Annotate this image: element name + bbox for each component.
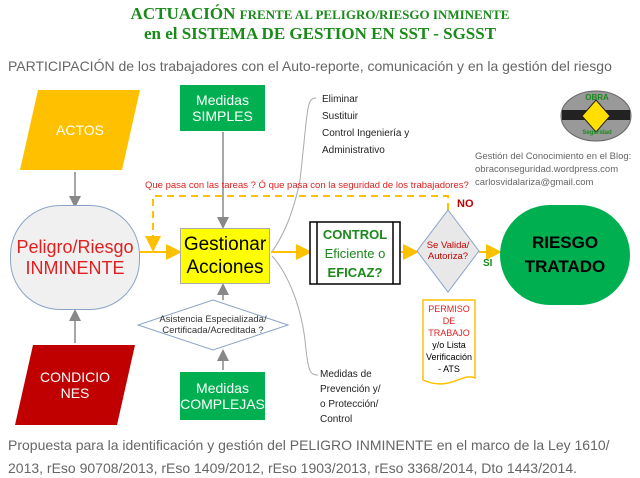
measure: Control Ingeniería y bbox=[322, 128, 410, 139]
complejas-label: COMPLEJAS bbox=[180, 396, 265, 412]
footer-text: Propuesta para la identificación y gesti… bbox=[8, 434, 610, 478]
title-line-2: en el SISTEMA DE GESTION EN SST - SGSST bbox=[143, 24, 497, 43]
blog-info: Gestión del Conocimiento en el Blog: obra… bbox=[475, 150, 631, 189]
valida-label-line: Se Valida/ bbox=[426, 240, 470, 251]
tratado-label: RIESGO bbox=[531, 233, 599, 252]
permiso-label-line: - ATS bbox=[438, 364, 460, 374]
permiso-label-line: Verificación bbox=[425, 352, 473, 362]
measure: Eliminar bbox=[322, 94, 359, 105]
measure: Control bbox=[320, 414, 353, 425]
control-label: CONTROL Eficiente o EFICAZ? bbox=[310, 222, 400, 284]
logo bbox=[560, 90, 632, 142]
gestionar-label: Acciones bbox=[186, 257, 264, 278]
question-label: Que pasa con las tareas ? Ó que pasa con… bbox=[145, 180, 469, 191]
si-label: SI bbox=[483, 258, 493, 269]
control-box bbox=[309, 221, 401, 285]
logo-text-top: OBRA bbox=[585, 93, 609, 102]
complex-measures-list: Medidas de Prevención y/o Protección/Cont… bbox=[320, 367, 381, 427]
logo-text-bottom: Seguridad bbox=[582, 130, 612, 136]
control-label-line: CONTROL bbox=[322, 226, 388, 242]
subtitle: PARTICIPACIÓN de los trabajadores con el… bbox=[8, 58, 612, 74]
permiso-doc bbox=[422, 299, 476, 385]
condiciones-label-line: NES bbox=[60, 385, 90, 401]
measure: Medidas de bbox=[320, 369, 372, 380]
bracket-complex-measures bbox=[271, 255, 319, 376]
permiso-label-line: DE bbox=[442, 316, 456, 326]
asistencia-label: Asistencia Especializada/Certificada/Acr… bbox=[138, 308, 288, 342]
actos-shape bbox=[20, 90, 140, 170]
valida-diamond bbox=[416, 209, 480, 293]
valida-label-line: Autoriza? bbox=[427, 251, 469, 262]
title-line-1-big: ACTUACIÓN bbox=[130, 4, 236, 23]
measure: o Protección/ bbox=[320, 399, 379, 410]
footer-line: Propuesta para la identificación y gesti… bbox=[8, 437, 610, 453]
tratado-node: RIESGO TRATADO bbox=[500, 205, 630, 305]
peligro-label: Peligro/Riesgo bbox=[16, 236, 134, 257]
asistencia-diamond bbox=[136, 299, 290, 351]
control-label-line: Eficiente o bbox=[324, 245, 386, 261]
measure: Sustituir bbox=[322, 111, 359, 122]
title-line-1-small: FRENTE AL PELIGRO/RIESGO INMINENTE bbox=[239, 7, 510, 22]
footer-line: 2013, rEso 90708/2013, rEso 1409/2012, r… bbox=[8, 460, 577, 476]
condiciones-shape bbox=[15, 345, 135, 425]
bracket-simple-measures bbox=[271, 97, 317, 253]
peligro-label: INMINENTE bbox=[25, 257, 125, 278]
simples-label: SIMPLES bbox=[192, 108, 253, 124]
tratado-label: TRATADO bbox=[524, 257, 606, 276]
simples-label: Medidas bbox=[196, 92, 249, 108]
measure: Prevención y/ bbox=[320, 384, 381, 395]
permiso-label-line: PERMISO bbox=[428, 304, 470, 314]
control-label-line: EFICAZ? bbox=[327, 264, 383, 280]
blog-url: obraconseguridad.wordpress.com bbox=[475, 164, 619, 175]
actos-label: ACTOS bbox=[56, 122, 104, 138]
condiciones-label-line: CONDICIO bbox=[40, 369, 110, 385]
gestionar-label: Gestionar bbox=[183, 234, 267, 255]
asistencia-label-line: Asistencia Especializada/ bbox=[159, 314, 267, 325]
permiso-label-line: TRABAJO bbox=[428, 328, 470, 338]
measure: Administrativo bbox=[322, 145, 385, 156]
blog-email: carlosvidalariza@gmail.com bbox=[475, 177, 594, 188]
valida-label: Se Valida/Autoriza? bbox=[417, 236, 479, 266]
complejas-label: Medidas bbox=[196, 380, 249, 396]
asistencia-label-line: Certificada/Acreditada ? bbox=[162, 325, 264, 336]
feedback-dashed-line bbox=[145, 195, 449, 252]
no-label: NO bbox=[457, 198, 474, 210]
logo-warning-sign-icon bbox=[581, 99, 611, 133]
title-line-1: ACTUACIÓN FRENTE AL PELIGRO/RIESGO INMIN… bbox=[0, 4, 640, 24]
blog-line: Gestión del Conocimiento en el Blog: bbox=[475, 151, 632, 162]
permiso-label-line: y/o Lista bbox=[432, 340, 466, 350]
